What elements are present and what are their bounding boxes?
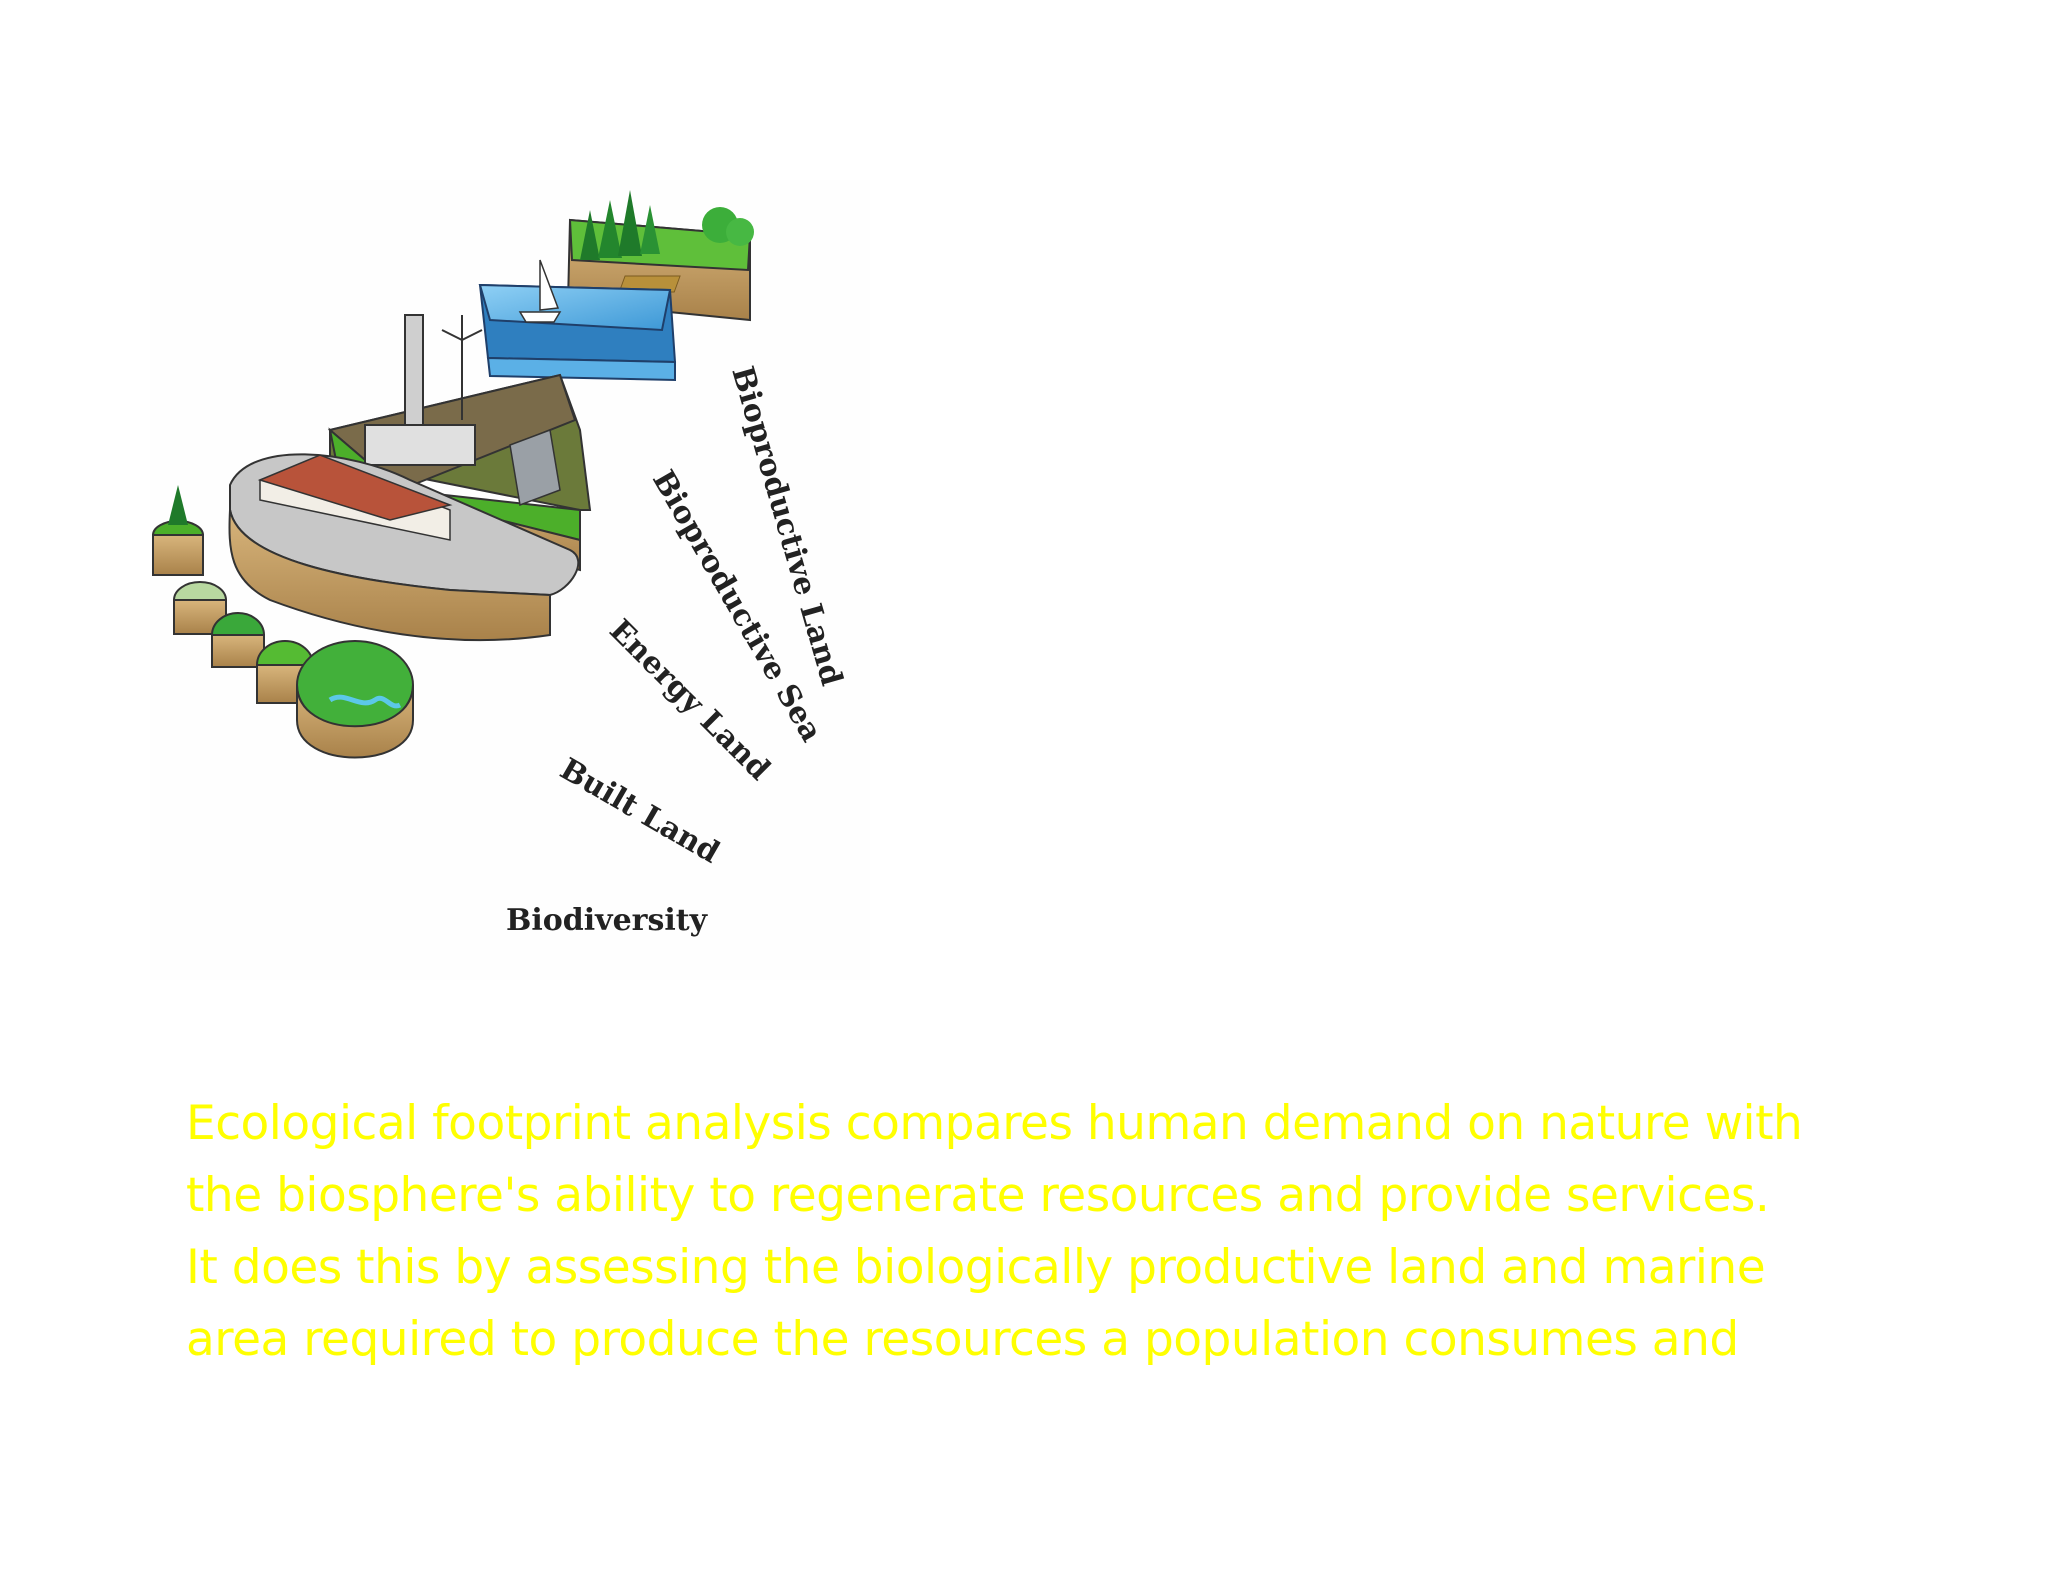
caption-line: area required to produce the resources a… [186, 1312, 1739, 1367]
row-houses-icon [257, 454, 453, 541]
wind-turbine-icon [441, 315, 483, 420]
ecological-footprint-illustration: Bioproductive Land Bioproductive Sea Ene… [150, 180, 870, 980]
sailboat-icon [518, 259, 562, 323]
caption-line: It does this by assessing the biological… [186, 1240, 1766, 1295]
label-biodiversity: Biodiversity [506, 903, 709, 938]
factory-icon [364, 314, 476, 466]
label-built-land: Built Land [554, 752, 725, 871]
biodiversity-blocks [152, 485, 414, 759]
caption-line: the biosphere's ability to regenerate re… [186, 1168, 1770, 1223]
caption-line: Ecological footprint analysis compares h… [186, 1096, 1803, 1151]
bioproductive-sea-block [478, 259, 677, 382]
caption-text: Ecological footprint analysis compares h… [186, 1088, 1986, 1376]
built-land-block [228, 453, 580, 642]
forest-trees-icon [580, 190, 754, 260]
solar-panel-icon [509, 428, 561, 507]
